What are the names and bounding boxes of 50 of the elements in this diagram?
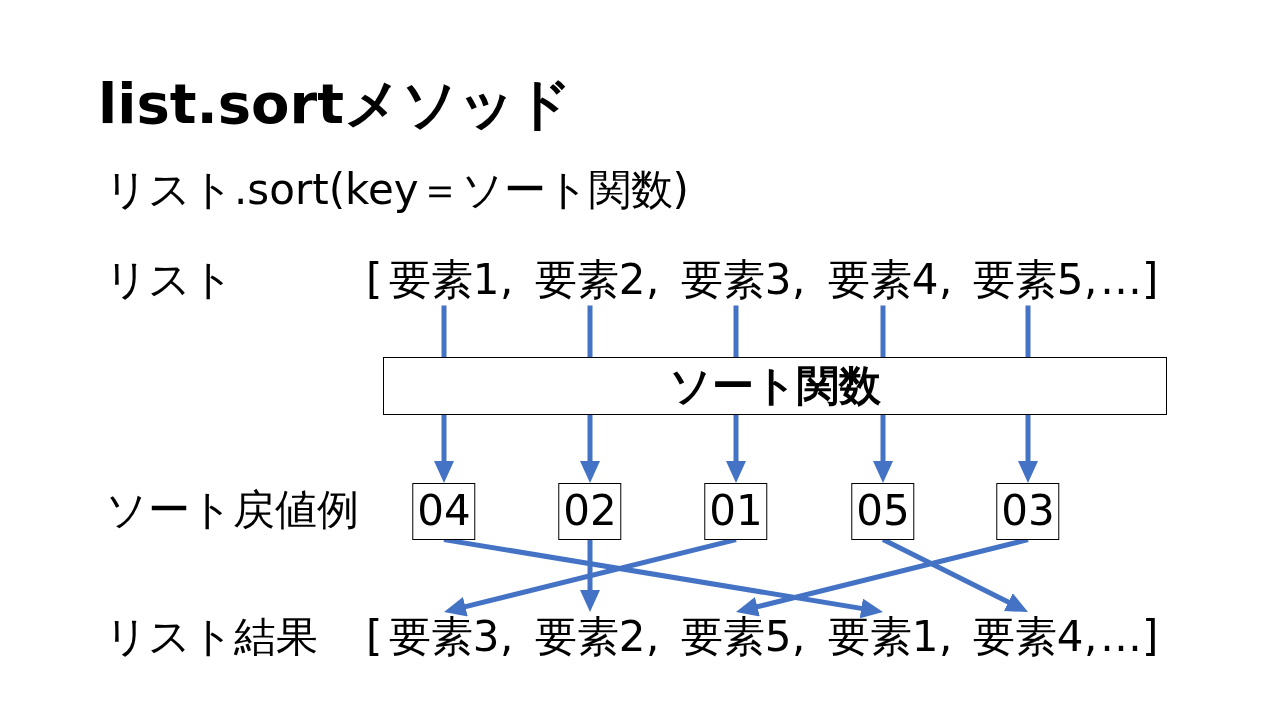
arrow [443,537,884,619]
value-box: 04 [412,483,476,540]
value-box: 05 [851,483,915,540]
list-element: 要素2 [534,255,646,306]
arrow [443,537,737,617]
connector-line [441,305,447,357]
connector-line [880,305,886,357]
arrow [726,415,746,483]
open-bracket: [ [366,255,383,306]
comma: , [646,255,660,306]
value-box: 01 [704,483,768,540]
list-element: 要素2 [534,612,646,663]
comma: , [500,255,514,306]
value-box: 02 [558,483,622,540]
connector-line [587,305,593,357]
list-element: 要素4 [827,255,939,306]
row-label: ソート戻値例 [105,485,359,536]
row-label: リスト [105,255,234,306]
comma: , [1084,612,1098,663]
code-line: リスト.sort(key＝ソート関数) [105,165,689,216]
arrow [434,415,454,483]
comma: , [792,255,806,306]
list-element: 要素5 [972,255,1084,306]
list-element: 要素1 [827,612,939,663]
slide-title: list.sortメソッド [98,70,572,138]
comma: , [500,612,514,663]
open-bracket: [ [366,612,383,663]
comma: , [939,612,953,663]
comma: , [646,612,660,663]
arrow [580,539,600,612]
comma: , [939,255,953,306]
arrow [580,415,600,483]
list-element: 要素5 [680,612,792,663]
connector-line [1025,305,1031,357]
arrow [735,537,1029,617]
value-box: 03 [996,483,1060,540]
list-end: …] [1100,255,1159,306]
list-element: 要素4 [972,612,1084,663]
list-element: 要素3 [680,255,792,306]
arrow [881,537,1030,615]
list-element: 要素3 [388,612,500,663]
row-label: リスト結果 [105,612,318,663]
connector-line [733,305,739,357]
arrow [873,415,893,483]
arrow [1018,415,1038,483]
list-element: 要素1 [388,255,500,306]
function-box: ソート関数 [383,357,1167,415]
list-end: …] [1100,612,1159,663]
comma: , [792,612,806,663]
comma: , [1084,255,1098,306]
